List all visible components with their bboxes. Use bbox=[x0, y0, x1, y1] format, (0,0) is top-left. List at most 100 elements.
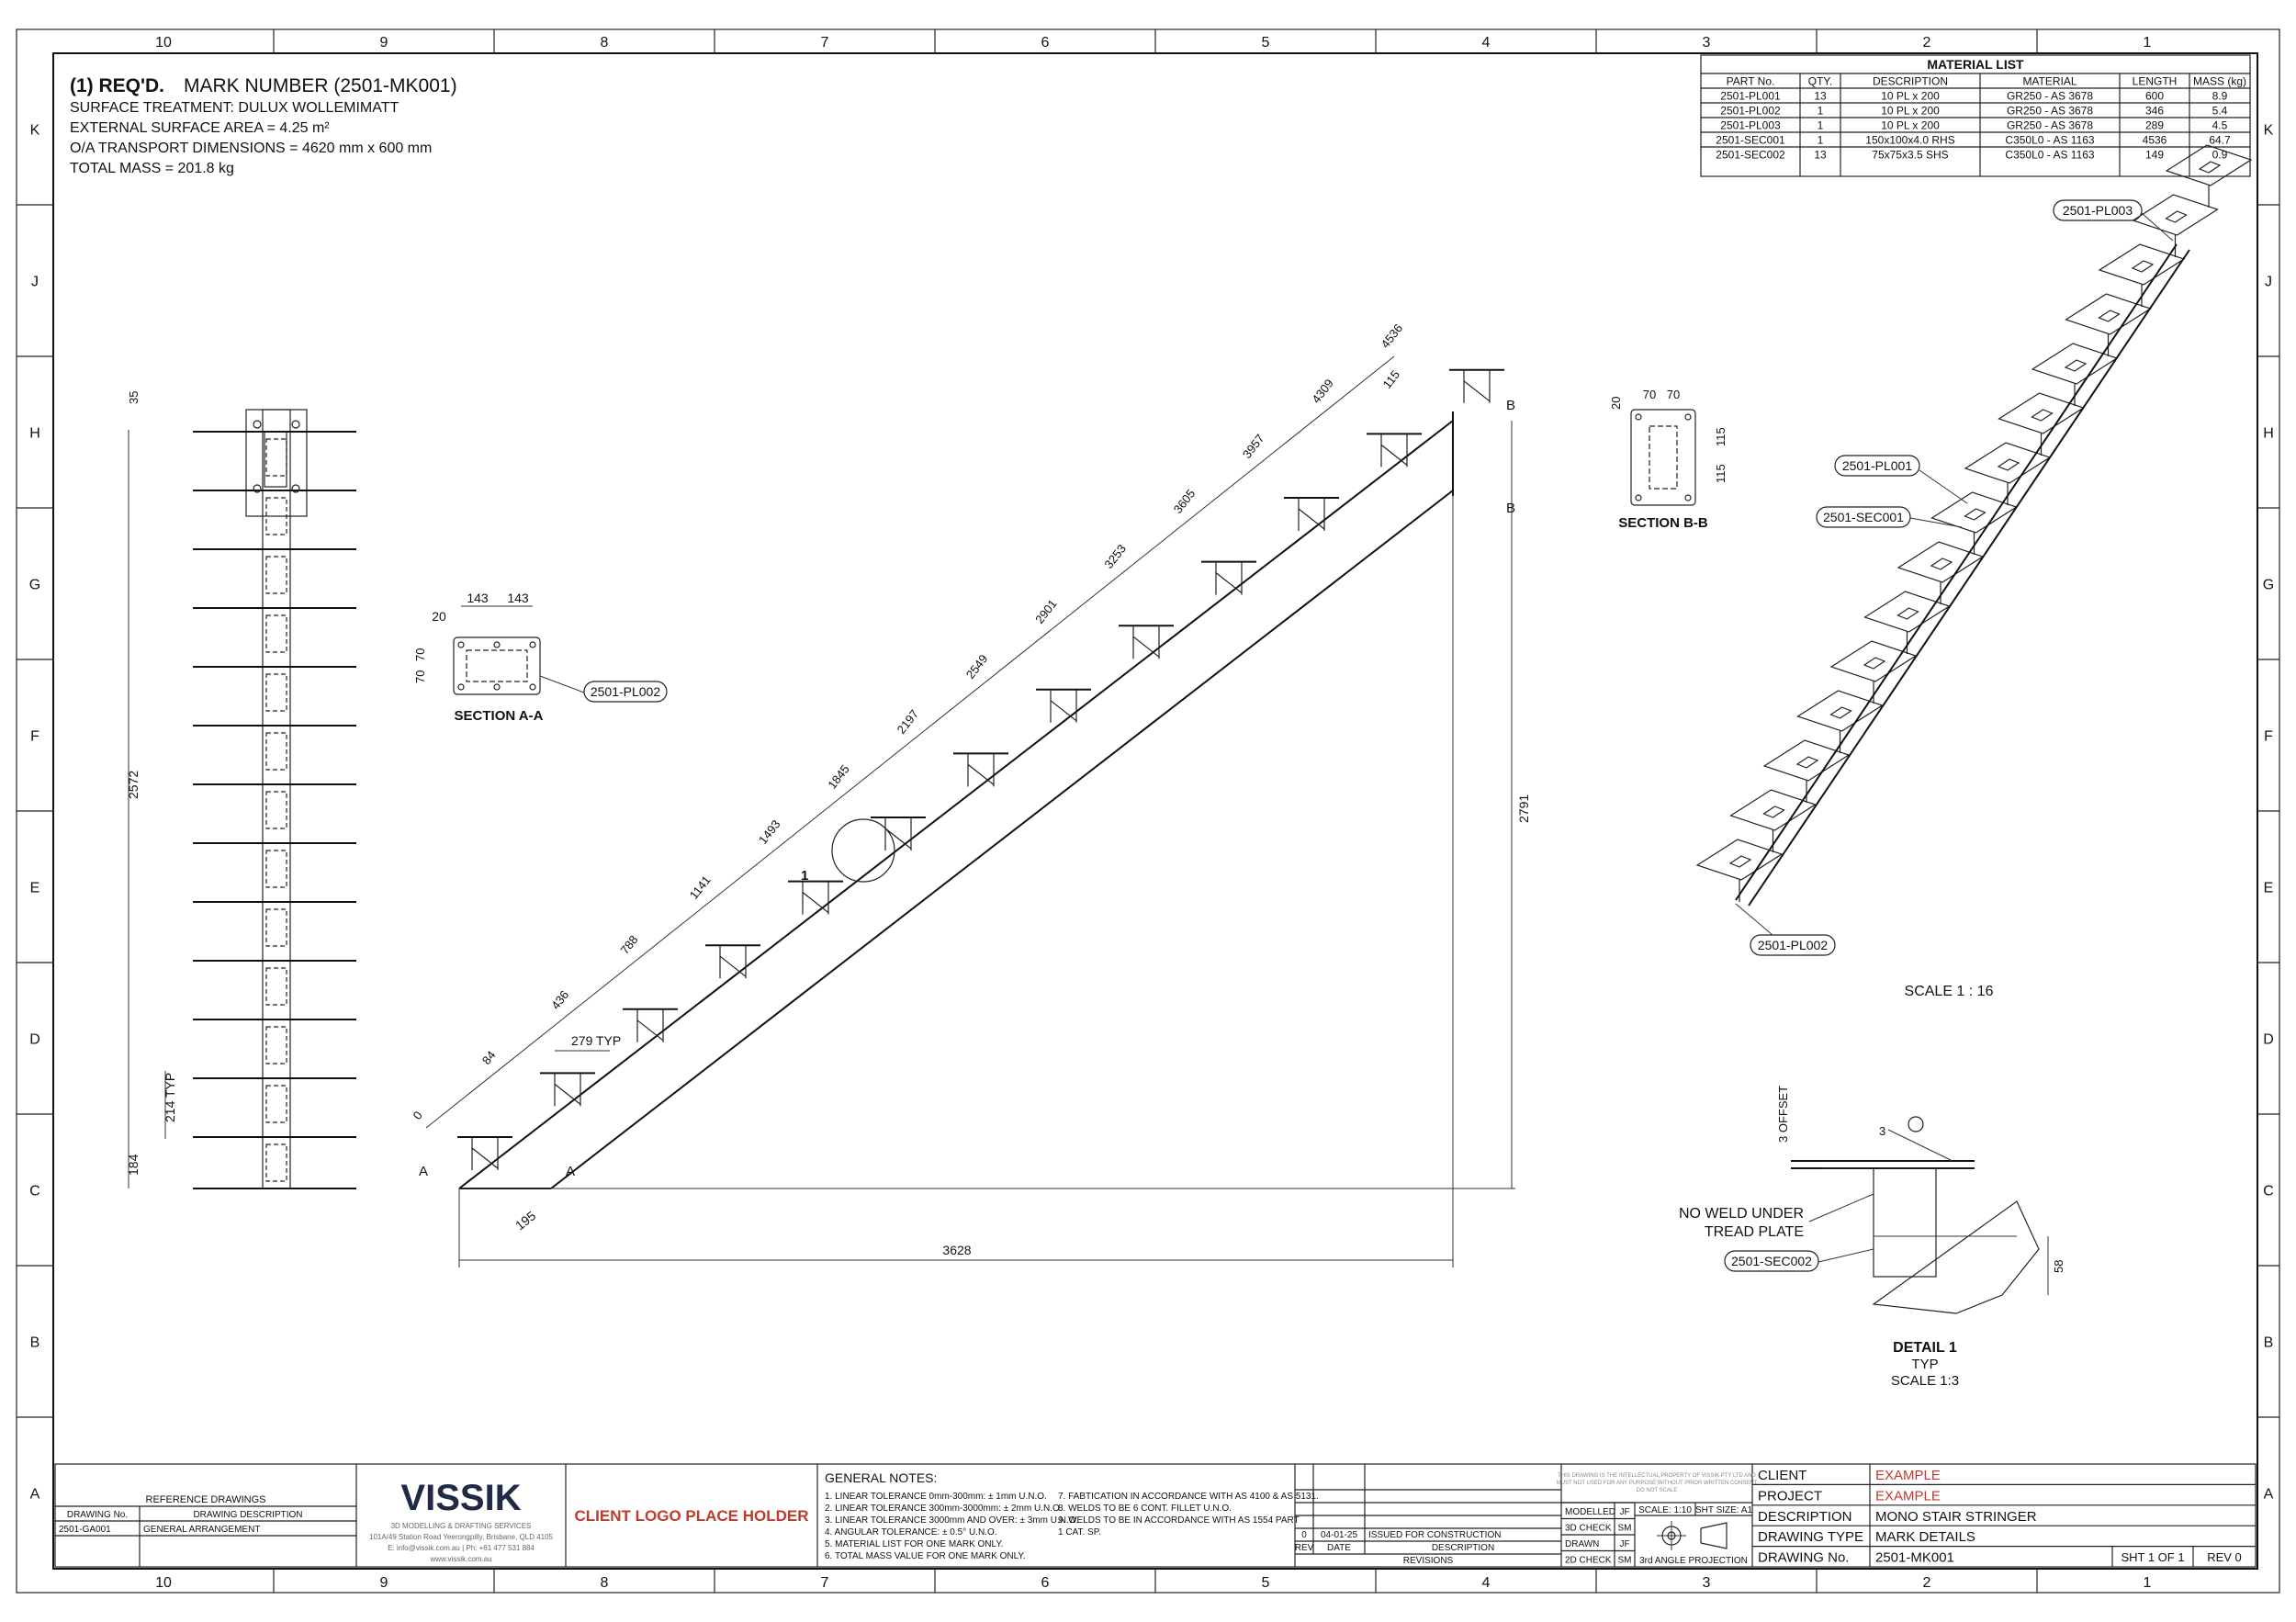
general-note: 3. LINEAR TOLERANCE 3000mm AND OVER: ± 3… bbox=[825, 1515, 1078, 1526]
ip-notice-1: THIS DRAWING IS THE INTELLECTUAL PROPERT… bbox=[1558, 1473, 1756, 1479]
ref-col-desc: DRAWING DESCRIPTION bbox=[193, 1510, 302, 1520]
grid-row-label-right: B bbox=[2264, 1335, 2274, 1351]
material-list-cell: GR250 - AS 3678 bbox=[2007, 119, 2093, 132]
iso-tread bbox=[2132, 194, 2219, 236]
dim-3628: 3628 bbox=[942, 1243, 971, 1257]
material-list-cell: C350L0 - AS 1163 bbox=[2005, 149, 2095, 162]
third-angle-projection-icon bbox=[1657, 1521, 1728, 1550]
offset-note: 3 OFFSET bbox=[1776, 1086, 1790, 1143]
grid-col-label-top: 4 bbox=[1482, 35, 1491, 51]
material-list-cell: 1 bbox=[1818, 105, 1824, 118]
iso-tread bbox=[2098, 243, 2186, 286]
grid-row-label-right: F bbox=[2264, 729, 2273, 745]
external-surface-area: EXTERNAL SURFACE AREA = 4.25 m² bbox=[70, 120, 330, 136]
callout-pl001: 2501-PL001 bbox=[1842, 458, 1913, 473]
ip-notice-2: MUST NOT USED FOR ANY PURPOSE WITHOUT PR… bbox=[1557, 1481, 1758, 1486]
general-note: 5. MATERIAL LIST FOR ONE MARK ONLY. bbox=[825, 1539, 1004, 1549]
mark-number: MARK NUMBER (2501-MK001) bbox=[184, 75, 457, 96]
dim-2791: 2791 bbox=[1516, 794, 1531, 823]
grid-col-label-bottom: 3 bbox=[1703, 1575, 1711, 1591]
section-b-label-top: B bbox=[1506, 398, 1515, 413]
grid-col-label-top: 1 bbox=[2144, 35, 2152, 51]
stringer-side-elevation: 0844367881141149318452197254929013253360… bbox=[411, 321, 1531, 1267]
chain-dimension: 3605 bbox=[1171, 487, 1199, 516]
chain-dimension: 436 bbox=[548, 988, 571, 1012]
material-list-header-cell: QTY. bbox=[1808, 75, 1832, 88]
grid-col-label-top: 9 bbox=[380, 35, 388, 51]
material-list-cell: C350L0 - AS 1163 bbox=[2005, 134, 2095, 147]
chain-dimension: 0 bbox=[411, 1109, 425, 1122]
company-sub: 3D MODELLING & DRAFTING SERVICES bbox=[391, 1522, 532, 1530]
dim-279-typ: 279 TYP bbox=[571, 1033, 621, 1048]
material-list-header-cell: MATERIAL bbox=[2022, 75, 2077, 88]
grid-row-label-left: K bbox=[30, 123, 40, 139]
chain-dimension: 4309 bbox=[1309, 377, 1336, 406]
material-list-cell: 2501-PL002 bbox=[1720, 105, 1781, 118]
title-field-label: DRAWING TYPE bbox=[1758, 1529, 1863, 1545]
material-list-cell: GR250 - AS 3678 bbox=[2007, 105, 2093, 118]
transport-dimensions: O/A TRANSPORT DIMENSIONS = 4620 mm x 600… bbox=[70, 141, 432, 156]
surface-treatment: SURFACE TREATMENT: DULUX WOLLEMIMATT bbox=[70, 100, 399, 116]
grid-row-label-right: E bbox=[2264, 881, 2274, 896]
check-role: 3D CHECK bbox=[1565, 1524, 1612, 1534]
title-field-label: PROJECT bbox=[1758, 1488, 1822, 1504]
general-note: 9. WELDS TO BE IN ACCORDANCE WITH AS 155… bbox=[1058, 1515, 1300, 1526]
grid-row-label-right: J bbox=[2265, 275, 2272, 290]
material-list-cell: 10 PL x 200 bbox=[1881, 90, 1940, 103]
check-initials: SM bbox=[1618, 1524, 1632, 1534]
total-mass: TOTAL MASS = 201.8 kg bbox=[70, 161, 234, 176]
check-initials: JF bbox=[1619, 1507, 1629, 1517]
rev-no: 0 bbox=[1301, 1530, 1307, 1540]
detail-scale: SCALE 1:3 bbox=[1891, 1373, 1959, 1389]
ref-drawings-title: REFERENCE DRAWINGS bbox=[146, 1494, 266, 1505]
section-bb-title: SECTION B-B bbox=[1618, 515, 1708, 531]
material-list-cell: 4536 bbox=[2143, 134, 2167, 147]
check-role: MODELLED bbox=[1565, 1507, 1615, 1517]
detail-dim-58: 58 bbox=[2052, 1260, 2065, 1273]
title-field-label: DESCRIPTION bbox=[1758, 1509, 1852, 1525]
ref-row-no: 2501-GA001 bbox=[59, 1525, 111, 1535]
grid-col-label-top: 5 bbox=[1262, 35, 1270, 51]
title-field-label: CLIENT bbox=[1758, 1468, 1806, 1483]
iso-tread bbox=[1695, 839, 1784, 881]
bb-dim-20: 20 bbox=[1609, 397, 1623, 410]
grid-row-label-left: H bbox=[29, 426, 40, 442]
grid-row-label-left: E bbox=[30, 881, 40, 896]
weld-note-line2: TREAD PLATE bbox=[1705, 1224, 1804, 1240]
check-role: 2D CHECK bbox=[1565, 1556, 1612, 1566]
grid-col-label-top: 3 bbox=[1703, 35, 1711, 51]
section-aa-title: SECTION A-A bbox=[455, 708, 544, 724]
material-list-cell: 1 bbox=[1818, 134, 1824, 147]
general-note: 4. ANGULAR TOLERANCE: ± 0.5° U.N.O. bbox=[825, 1527, 997, 1538]
chain-dimension: 3957 bbox=[1240, 432, 1267, 461]
company-contact: E: info@vissik.com.au | Ph: +61 477 531 … bbox=[388, 1544, 535, 1552]
grid-row-label-right: C bbox=[2263, 1184, 2274, 1200]
grid-row-label-left: D bbox=[29, 1032, 40, 1048]
chain-dimension: 3253 bbox=[1101, 542, 1129, 571]
header-notes: (1) REQ'D. MARK NUMBER (2501-MK001) SURF… bbox=[70, 75, 457, 176]
bb-dim-70-left: 70 bbox=[1643, 388, 1656, 401]
title-field-value: MONO STAIR STRINGER bbox=[1875, 1509, 2037, 1525]
weld-size: 3 bbox=[1879, 1124, 1885, 1138]
dim-height: 2572 bbox=[126, 771, 141, 799]
title-field-value: EXAMPLE bbox=[1875, 1468, 1941, 1483]
material-list-title: MATERIAL LIST bbox=[1927, 57, 2024, 72]
grid-row-label-right: D bbox=[2263, 1032, 2274, 1048]
callout-pl002-aa: 2501-PL002 bbox=[591, 684, 661, 699]
section-a-label-right: A bbox=[566, 1164, 575, 1179]
grid-col-label-bottom: 2 bbox=[1923, 1575, 1931, 1591]
scale-field: SCALE: 1:10 bbox=[1638, 1505, 1692, 1515]
section-b-b: 70 70 20 115 115 SECTION B-B bbox=[1609, 388, 1728, 531]
dim-bottom: 184 bbox=[126, 1154, 141, 1176]
grid-col-label-bottom: 1 bbox=[2144, 1575, 2152, 1591]
req-count: (1) REQ'D. bbox=[70, 75, 164, 96]
title-field-label: DRAWING No. bbox=[1758, 1550, 1849, 1566]
vissik-logo: VISSIK bbox=[400, 1478, 521, 1518]
bb-dim-115-top: 115 bbox=[1714, 427, 1728, 446]
chain-dimension: 1493 bbox=[756, 817, 783, 847]
grid-col-label-top: 6 bbox=[1041, 35, 1050, 51]
grid-col-label-bottom: 4 bbox=[1482, 1575, 1491, 1591]
ref-col-no: DRAWING No. bbox=[67, 1510, 128, 1520]
